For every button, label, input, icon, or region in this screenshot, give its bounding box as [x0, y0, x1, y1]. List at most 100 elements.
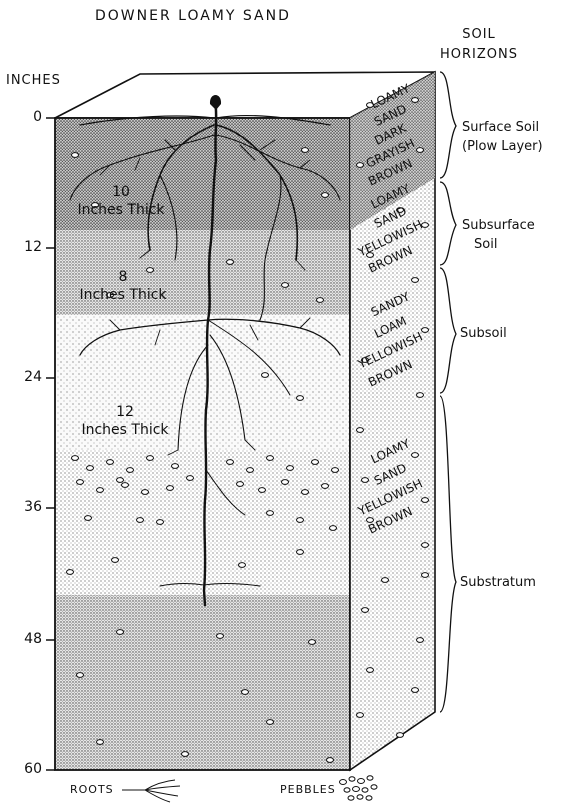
brace-subsurface [440, 182, 456, 265]
horizon-subsurface-soil: Subsurface Soil [462, 216, 535, 254]
pebble [182, 752, 189, 757]
pebble [302, 490, 309, 495]
depth-tick-label: 24 [8, 369, 42, 385]
pebble [309, 640, 316, 645]
pebble [67, 570, 74, 575]
pebble [367, 668, 374, 673]
pebble [312, 460, 319, 465]
pebble [239, 563, 246, 568]
pebble [157, 520, 164, 525]
brace-subsoil [440, 268, 456, 393]
horizon-line: Subsurface [462, 216, 535, 235]
pebble [422, 498, 429, 503]
pebbles-legend-icon [340, 776, 378, 800]
diagram-title: DOWNER LOAMY SAND [95, 8, 291, 24]
pebble [357, 428, 364, 433]
pebble [422, 328, 429, 333]
pebble [117, 630, 124, 635]
pebble [422, 573, 429, 578]
pebble [417, 148, 424, 153]
pebble [112, 558, 119, 563]
pebble [412, 453, 419, 458]
pebble [327, 758, 334, 763]
pebble [362, 478, 369, 483]
pebble [302, 148, 309, 153]
pebble [107, 460, 114, 465]
thickness-label-subsurface: 8 Inches Thick [68, 268, 178, 304]
pebble [357, 163, 364, 168]
pebble [87, 466, 94, 471]
thickness-text: Inches Thick [66, 201, 176, 219]
horizon-braces [440, 72, 456, 712]
pebble [330, 526, 337, 531]
pebble [227, 460, 234, 465]
depth-tick-label: 36 [8, 499, 42, 515]
pebble [117, 478, 124, 483]
horizon-line: Substratum [460, 573, 536, 592]
pebble [267, 720, 274, 725]
pebble [422, 543, 429, 548]
thickness-text: Inches Thick [70, 421, 180, 439]
pebble [297, 518, 304, 523]
pebble [97, 488, 104, 493]
brace-substratum [440, 396, 456, 712]
pebble [357, 713, 364, 718]
horizon-line: Soil [462, 235, 535, 254]
horizon-line: (Plow Layer) [462, 137, 543, 156]
pebble [237, 482, 244, 487]
pebble [227, 260, 234, 265]
pebble [187, 476, 194, 481]
pebble [362, 608, 369, 613]
pebble [77, 480, 84, 485]
soil-horizons-header: SOIL HORIZONS [440, 25, 518, 65]
soil-horizons-line: HORIZONS [440, 45, 518, 65]
pebble [382, 578, 389, 583]
thickness-value: 8 [68, 268, 178, 286]
pebble [137, 518, 144, 523]
pebble [72, 153, 79, 158]
pebble [322, 193, 329, 198]
pebble [287, 466, 294, 471]
pebble [297, 550, 304, 555]
pebble [417, 393, 424, 398]
depth-tick-marks [46, 118, 55, 770]
depth-tick-label: 12 [8, 239, 42, 255]
pebble [127, 468, 134, 473]
pebble [72, 456, 79, 461]
pebble [97, 740, 104, 745]
pebble [242, 690, 249, 695]
pebble [217, 634, 224, 639]
depth-tick-label: 60 [8, 761, 42, 777]
thickness-text: Inches Thick [68, 286, 178, 304]
pebble [147, 456, 154, 461]
horizon-line: Subsoil [460, 324, 507, 343]
brace-surface [440, 72, 456, 178]
pebble [332, 468, 339, 473]
soil-horizons-line: SOIL [440, 25, 518, 45]
pebble [267, 456, 274, 461]
pebble [417, 638, 424, 643]
pebble [247, 468, 254, 473]
roots-legend-icon [122, 780, 180, 802]
pebble [172, 464, 179, 469]
pebble [259, 488, 266, 493]
legend-roots-label: ROOTS [70, 783, 114, 796]
pebble [412, 278, 419, 283]
pebble [397, 733, 404, 738]
horizon-subsoil: Subsoil [460, 324, 507, 343]
pebble [412, 688, 419, 693]
pebble [122, 483, 129, 488]
thickness-label-subsoil: 12 Inches Thick [70, 403, 180, 439]
depth-tick-label: 48 [8, 631, 42, 647]
thickness-value: 12 [70, 403, 180, 421]
pebble [262, 373, 269, 378]
legend-pebbles-label: PEBBLES [280, 783, 336, 796]
pebble [167, 486, 174, 491]
layer-substratum-upper [55, 450, 350, 595]
pebble [77, 673, 84, 678]
pebble [297, 396, 304, 401]
pebble [282, 480, 289, 485]
thickness-label-surface: 10 Inches Thick [66, 183, 176, 219]
inches-axis-label: INCHES [6, 73, 61, 88]
